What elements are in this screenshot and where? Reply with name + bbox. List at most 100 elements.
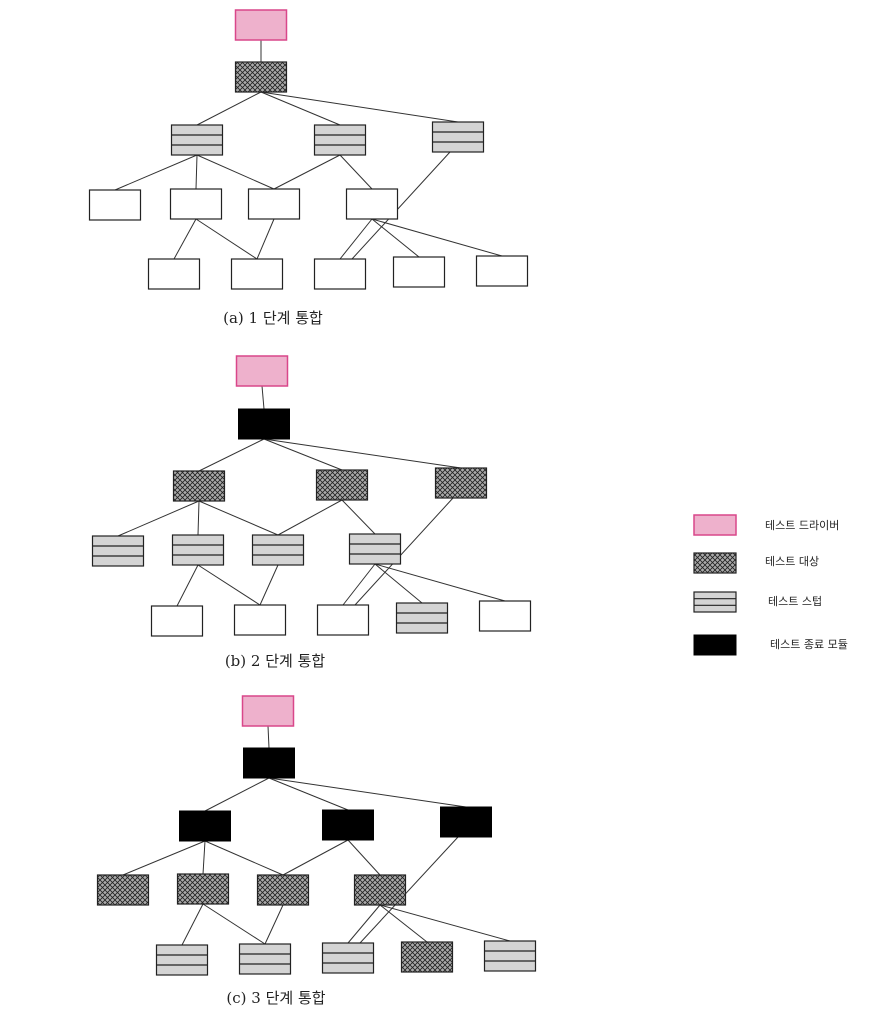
node-stub-4	[431, 121, 485, 153]
legend-swatch-target	[693, 552, 737, 574]
edge-3-7	[273, 154, 341, 190]
legend-label-target: 테스트 대상	[765, 555, 819, 568]
edge-2-7	[204, 840, 284, 876]
edge-1-2	[204, 777, 270, 812]
node-plain-13	[475, 255, 529, 287]
node-stub-11	[321, 942, 375, 974]
edge-1-2	[198, 438, 265, 472]
node-plain-11	[316, 604, 370, 636]
edge-3-7	[277, 499, 343, 536]
legend-label-done: 테스트 종료 모듈	[770, 638, 848, 651]
node-done-2	[179, 810, 231, 842]
node-stub-12	[395, 602, 449, 634]
legend-swatch-done	[693, 634, 737, 656]
tree-stage-3	[96, 695, 537, 976]
edge-8-13	[374, 563, 506, 602]
node-stub-2	[170, 124, 224, 156]
node-plain-11	[313, 258, 367, 290]
edge-7-10	[264, 904, 284, 945]
node-driver-0	[234, 9, 288, 41]
caption-stage-3: (c) 3 단계 통합	[226, 989, 325, 1007]
edge-1-4	[263, 438, 462, 469]
edge-1-3	[263, 438, 343, 471]
tree-edges	[122, 725, 511, 946]
node-target-3	[315, 469, 369, 501]
node-stub-10	[238, 943, 292, 975]
edge-8-11	[347, 904, 381, 944]
edge-6-9	[181, 903, 204, 946]
edge-1-4	[268, 777, 467, 808]
edge-0-1	[267, 725, 270, 749]
tree-diagrams	[88, 9, 537, 976]
node-stub-7	[251, 534, 305, 566]
edge-2-6	[202, 840, 206, 875]
node-stub-3	[313, 124, 367, 156]
edge-3-8	[339, 154, 373, 190]
edge-1-3	[268, 777, 349, 811]
edge-2-5	[117, 500, 200, 537]
node-plain-6	[169, 188, 223, 220]
edge-8-13	[371, 218, 503, 257]
node-plain-12	[392, 256, 446, 288]
edge-6-10	[197, 564, 261, 606]
node-stub-6	[171, 534, 225, 566]
node-plain-5	[88, 189, 142, 221]
edge-3-7	[282, 839, 349, 876]
legend-swatch-stub	[693, 591, 737, 613]
node-done-1	[243, 747, 295, 779]
legend	[693, 514, 737, 656]
node-stub-9	[155, 944, 209, 976]
tree-edges	[117, 385, 506, 607]
edge-1-3	[260, 91, 341, 126]
legend-swatch-driver	[693, 514, 737, 536]
edge-3-8	[341, 499, 376, 535]
edge-1-2	[196, 91, 262, 126]
node-driver-0	[241, 695, 295, 727]
node-target-1	[234, 61, 288, 93]
node-plain-8	[345, 188, 399, 220]
edge-8-11	[339, 218, 373, 260]
edge-6-9	[173, 218, 197, 260]
node-stub-5	[91, 535, 145, 567]
edge-8-13	[379, 904, 511, 942]
edge-8-12	[371, 218, 420, 258]
edge-0-1	[261, 385, 265, 410]
edge-7-10	[256, 218, 275, 260]
edge-7-10	[259, 564, 279, 606]
node-done-4	[440, 806, 492, 838]
edge-8-11	[342, 563, 376, 606]
node-target-5	[96, 874, 150, 906]
edge-4-11	[359, 836, 459, 944]
edge-2-5	[114, 154, 198, 191]
node-target-2	[172, 470, 226, 502]
edge-2-5	[122, 840, 206, 876]
edge-3-8	[347, 839, 381, 876]
edge-6-10	[195, 218, 258, 260]
node-stub-13	[483, 940, 537, 972]
node-target-6	[176, 873, 230, 905]
edge-6-9	[176, 564, 199, 607]
edge-4-11	[354, 497, 454, 606]
edge-6-10	[202, 903, 266, 945]
node-stub-8	[348, 533, 402, 565]
node-target-7	[256, 874, 310, 906]
node-plain-9	[150, 605, 204, 637]
caption-stage-1: (a) 1 단계 통합	[223, 309, 323, 327]
tree-edges	[114, 40, 503, 260]
node-done-1	[238, 408, 290, 440]
edge-1-4	[260, 91, 459, 123]
edge-2-7	[196, 154, 275, 190]
tree-stage-2	[91, 355, 532, 637]
node-plain-7	[247, 188, 301, 220]
edge-2-6	[195, 154, 198, 190]
legend-label-stub: 테스트 스텁	[768, 595, 822, 608]
edge-2-7	[198, 500, 279, 536]
tree-stage-1	[88, 9, 529, 290]
node-target-4	[434, 467, 488, 499]
node-plain-9	[147, 258, 201, 290]
node-target-12	[400, 941, 454, 973]
node-target-8	[353, 874, 407, 906]
node-plain-10	[233, 604, 287, 636]
edge-8-12	[374, 563, 423, 604]
edge-2-6	[197, 500, 200, 536]
